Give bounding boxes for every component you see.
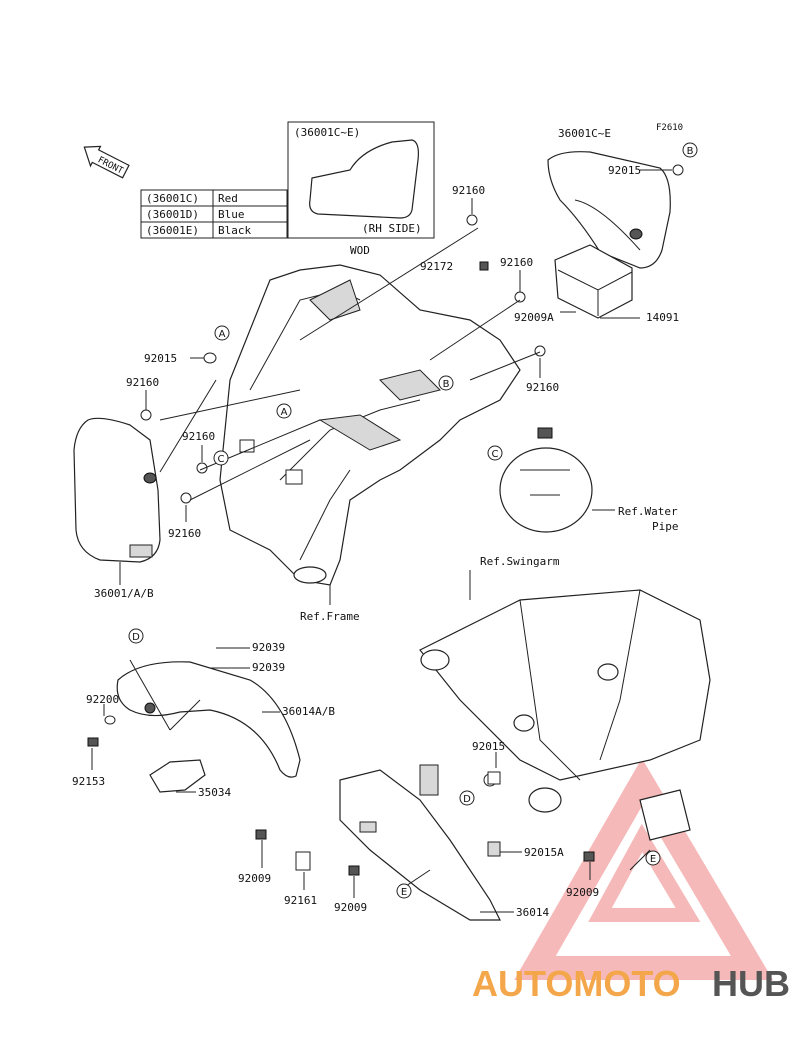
color-name-0: Red <box>218 192 238 205</box>
label-92009-b: 92009 <box>334 901 367 914</box>
inset-side: (RH SIDE) <box>362 222 422 235</box>
label-92160-d: 92160 <box>126 376 159 389</box>
engine-cover <box>499 427 593 533</box>
label-92160-e: 92160 <box>182 430 215 443</box>
spacer-92161 <box>295 851 311 871</box>
bracket-35034 <box>149 759 206 793</box>
belt-guard-lower <box>339 764 501 921</box>
label-ref-water-pipe: Pipe <box>652 520 679 533</box>
label-14091: 14091 <box>646 311 679 324</box>
label-36014: 36014 <box>516 906 549 919</box>
callout-a-1: A <box>214 325 230 341</box>
callout-a-2: A <box>276 403 292 419</box>
callout-c-1: C <box>213 450 229 466</box>
label-92039-b: 92039 <box>252 661 285 674</box>
watermark-logo: AUTOMOTO HUB <box>472 963 790 1004</box>
callout-b-1: B <box>682 142 698 158</box>
svg-text:C: C <box>218 454 225 465</box>
label-35034: 35034 <box>198 786 231 799</box>
label-92015-top: 92015 <box>608 164 641 177</box>
label-ref-frame: Ref.Frame <box>300 610 360 623</box>
left-side-cover <box>73 417 161 563</box>
label-92160-f: 92160 <box>168 527 201 540</box>
frame-illustration <box>219 264 521 586</box>
callout-e-2: E <box>396 883 412 899</box>
bolt-92009-a <box>255 829 267 840</box>
svg-text:A: A <box>281 407 288 418</box>
svg-text:E: E <box>401 887 407 898</box>
color-table: (36001C) Red (36001D) Blue (36001E) Blac… <box>140 189 288 239</box>
label-36001-a-b: 36001/A/B <box>94 587 154 600</box>
belt-guard-upper <box>116 661 301 778</box>
collar-92015-left <box>203 352 217 364</box>
svg-text:B: B <box>443 379 450 390</box>
label-92009-c: 92009 <box>566 886 599 899</box>
label-ref-water: Ref.Water <box>618 505 678 518</box>
label-92160-b: 92160 <box>500 256 533 269</box>
inset-note: WOD <box>350 244 370 257</box>
label-92039-a: 92039 <box>252 641 285 654</box>
label-92161: 92161 <box>284 894 317 907</box>
label-92009a: 92009A <box>514 311 554 324</box>
bolt-92009-b <box>348 865 360 876</box>
svg-text:D: D <box>132 632 140 643</box>
color-code-0: (36001C) <box>146 192 199 205</box>
screw-92153 <box>87 737 99 747</box>
watermark-auto: AUTOMOTO <box>472 963 681 1004</box>
watermark-triangle <box>514 758 774 980</box>
color-code-2: (36001E) <box>146 224 199 237</box>
svg-text:D: D <box>463 794 471 805</box>
grommet-92160-f <box>180 492 192 504</box>
svg-text:C: C <box>492 449 499 460</box>
rh-side-inset: (36001C~E) (RH SIDE) WOD <box>287 121 435 257</box>
grommet-92160-d <box>140 409 152 421</box>
color-name-2: Black <box>218 224 251 237</box>
callout-e-1: E <box>645 850 661 866</box>
right-side-cover <box>547 151 671 269</box>
label-92015-mid: 92015 <box>472 740 505 753</box>
front-arrow-icon: FRONT <box>83 145 130 179</box>
label-92009-a: 92009 <box>238 872 271 885</box>
callout-c-2: C <box>487 445 503 461</box>
callout-b-2: B <box>438 375 454 391</box>
swingarm-illustration <box>419 589 711 841</box>
label-36001c-e: 36001C~E <box>558 127 611 140</box>
bolt-92009-c <box>583 851 595 862</box>
collar-92015 <box>487 771 501 785</box>
svg-text:E: E <box>650 854 656 865</box>
label-92153: 92153 <box>72 775 105 788</box>
watermark-hub: HUB <box>712 963 790 1004</box>
bracket-14091 <box>554 244 633 319</box>
collar-92015-top <box>672 164 684 176</box>
color-name-1: Blue <box>218 208 245 221</box>
callout-d-2: D <box>459 790 475 806</box>
inset-title: (36001C~E) <box>294 126 360 139</box>
grommet-92160-c <box>534 345 546 357</box>
label-36014a-b: 36014A/B <box>282 705 335 718</box>
label-92015-left: 92015 <box>144 352 177 365</box>
color-code-1: (36001D) <box>146 208 199 221</box>
label-92200: 92200 <box>86 693 119 706</box>
label-92160-a: 92160 <box>452 184 485 197</box>
label-92160-c: 92160 <box>526 381 559 394</box>
grommet-92160-a <box>466 214 478 226</box>
callout-d-1: D <box>128 628 144 644</box>
label-92015a: 92015A <box>524 846 564 859</box>
grommet-92160-e <box>196 462 208 474</box>
svg-text:A: A <box>219 329 226 340</box>
label-ref-swingarm: Ref.Swingarm <box>480 555 560 568</box>
washer-92200 <box>104 715 116 725</box>
figure-code: F2610 <box>656 123 683 133</box>
svg-text:B: B <box>687 146 694 157</box>
bolt-92172 <box>479 261 489 271</box>
label-92172: 92172 <box>420 260 453 273</box>
